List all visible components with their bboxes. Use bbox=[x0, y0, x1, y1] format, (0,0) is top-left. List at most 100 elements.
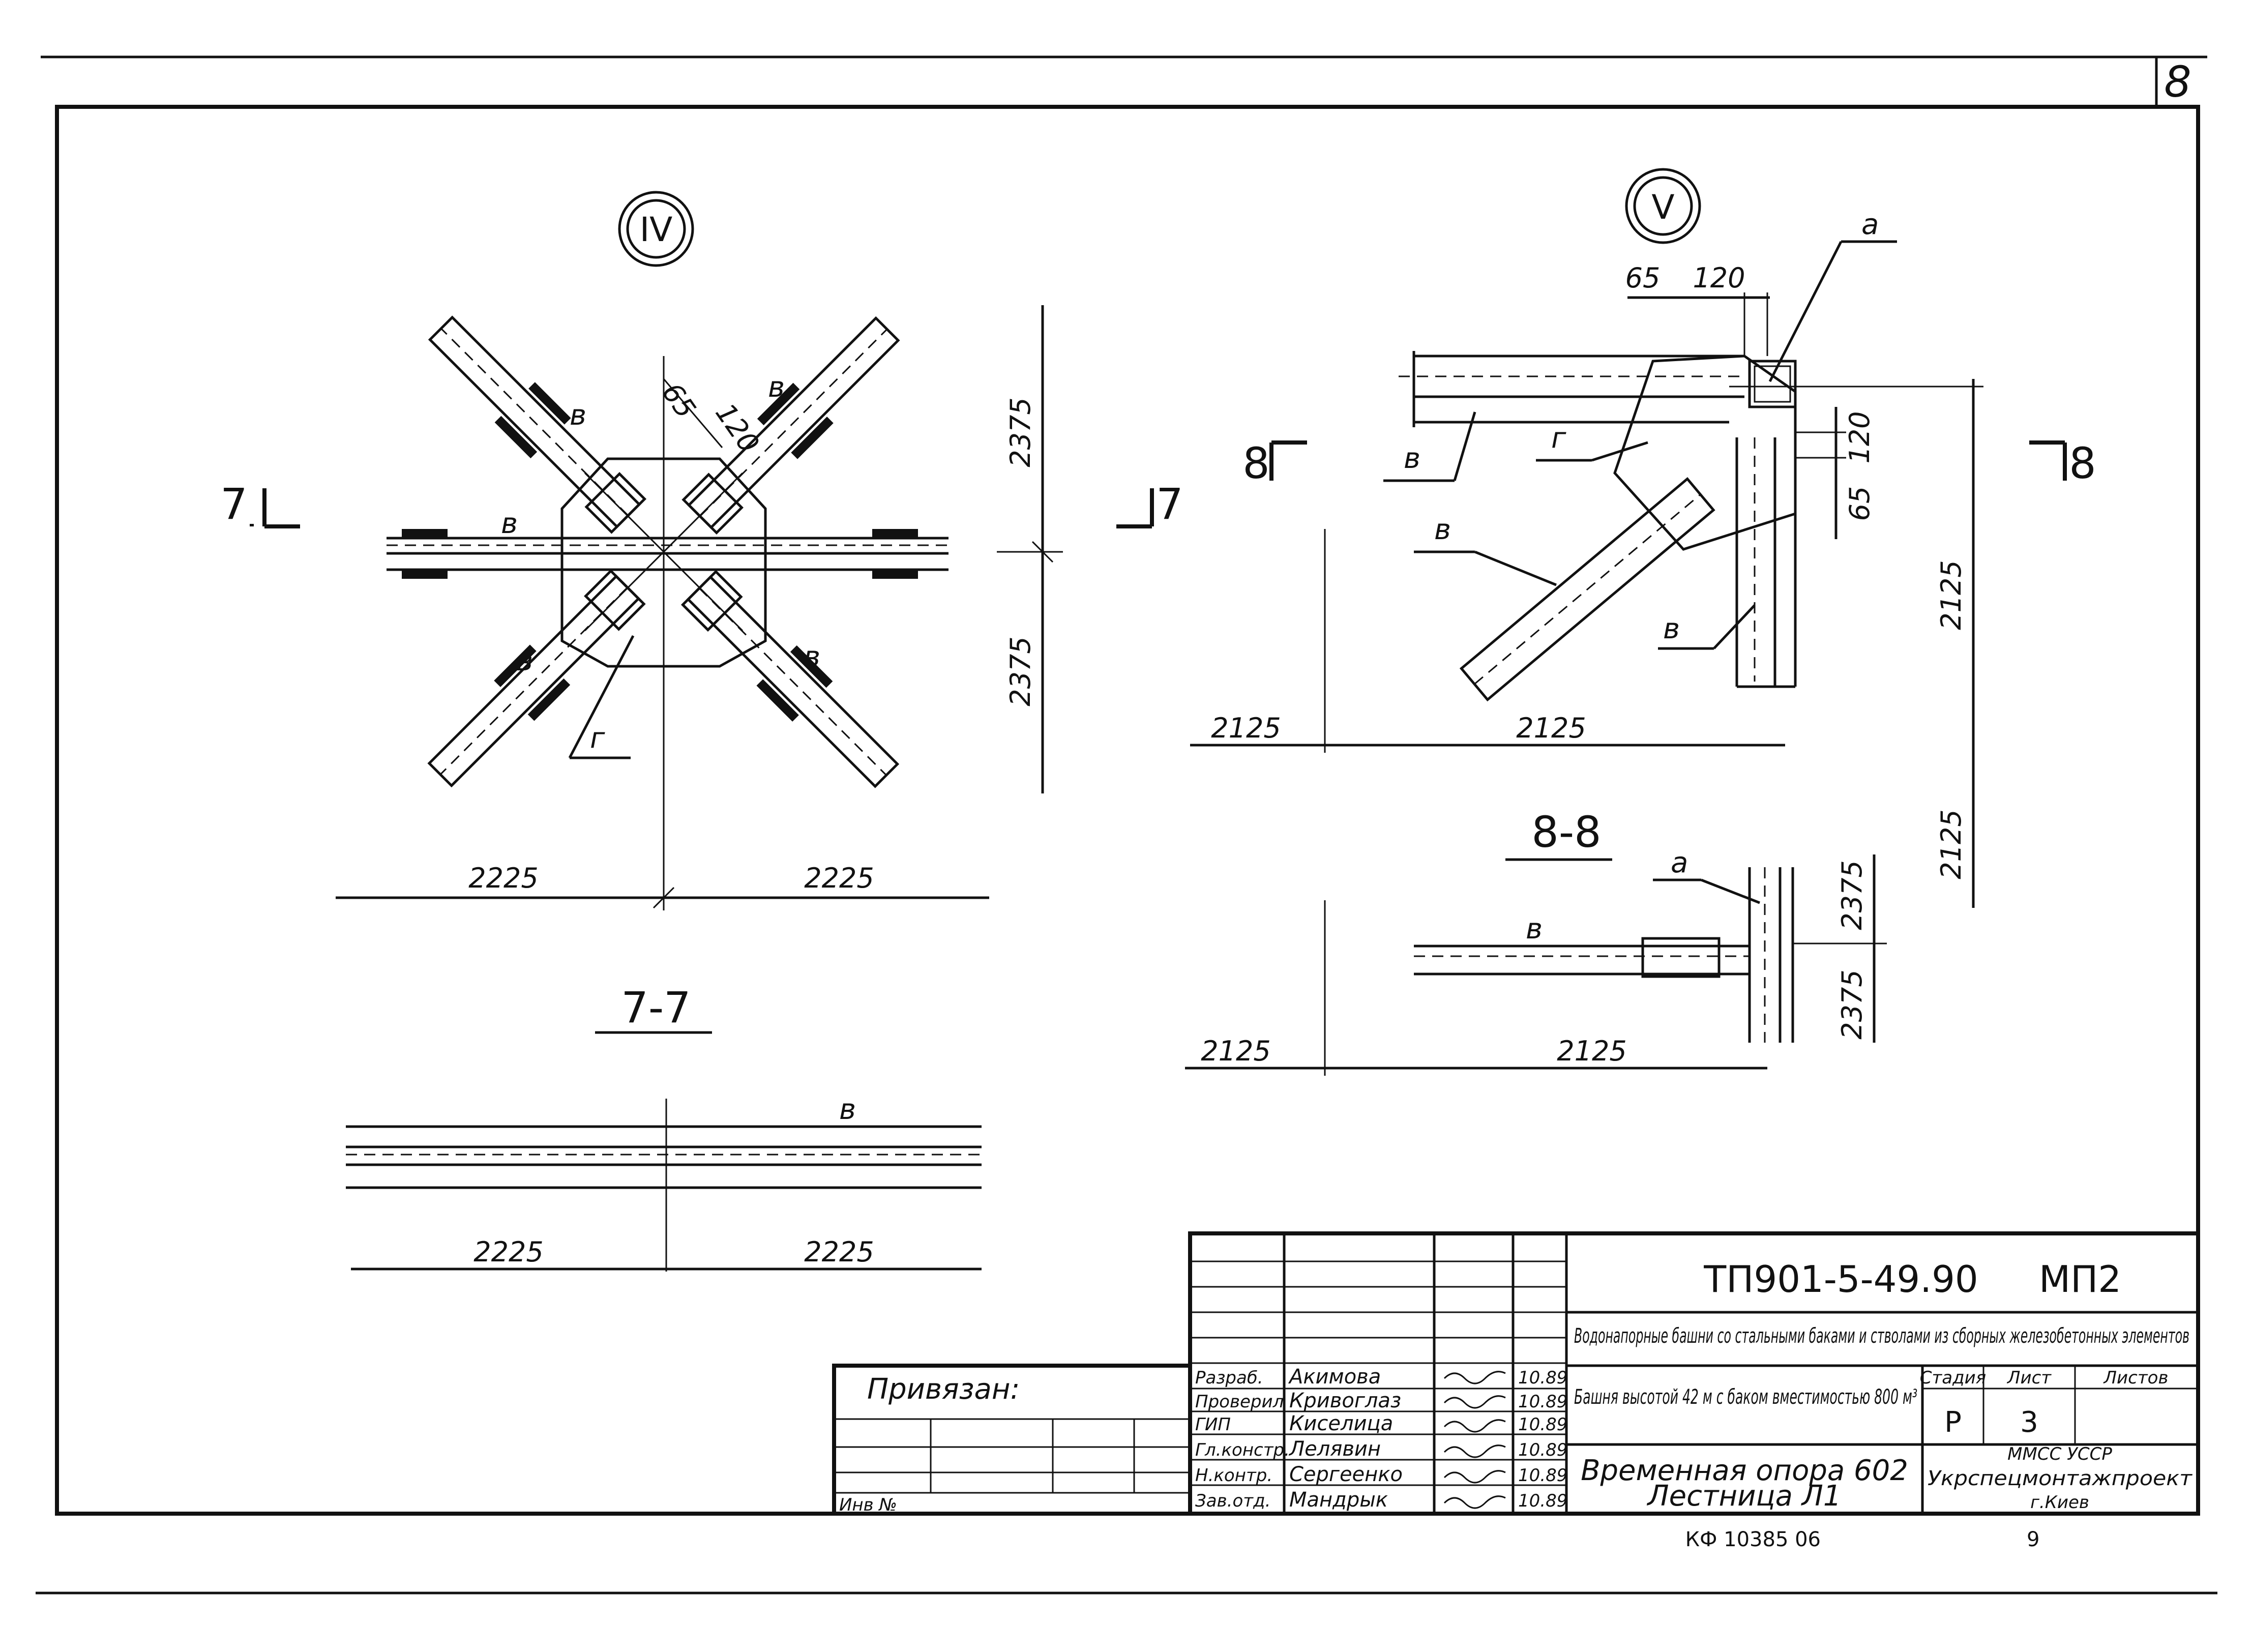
archive-code: КФ 10385 06 bbox=[1685, 1528, 1821, 1551]
signer-role: Н.контр. bbox=[1195, 1465, 1272, 1486]
org-3: г.Киев bbox=[2030, 1492, 2089, 1513]
node-mark-circle bbox=[618, 191, 694, 267]
label-a: а bbox=[1861, 208, 1879, 241]
section-7-7-dim-left: 2225 bbox=[473, 1236, 543, 1268]
label-b-diagonal-v: в bbox=[1434, 513, 1451, 546]
stage-value: Р bbox=[1944, 1406, 1962, 1439]
cut-mark-right bbox=[1116, 488, 1154, 528]
section-7-7-title: 7-7 bbox=[621, 983, 691, 1032]
dim-2125-vert-lower: 2125 bbox=[1935, 809, 1967, 879]
node-mark-label: IV bbox=[640, 210, 673, 249]
label-g-v: г bbox=[1551, 422, 1566, 455]
section-8-8-title: 8-8 bbox=[1531, 807, 1601, 857]
signer-role: Разраб. bbox=[1195, 1368, 1263, 1388]
signer-row-3: Гл.констр. Лелявин 10.89 bbox=[1195, 1437, 1567, 1461]
sheet-frame bbox=[36, 55, 2217, 1595]
sheet-header: Лист bbox=[2006, 1368, 2052, 1388]
dim-2375-upper: 2375 bbox=[1004, 397, 1036, 467]
node-4-view: IV 7 7 2375 2375 2225 2225 65 120 bbox=[220, 191, 1183, 910]
signer-row-5: Зав.отд. Мандрык 10.89 bbox=[1195, 1488, 1567, 1512]
label-b-upper-right: в bbox=[768, 371, 785, 404]
title-block: Привязан: Инв № Разраб. Акимова 10.89 Пр… bbox=[832, 1231, 2200, 1516]
diagonal-brace-v bbox=[1459, 477, 1715, 702]
label-b-vertical-v: в bbox=[1663, 612, 1680, 645]
section-8-8-dim-lower: 2375 bbox=[1836, 969, 1868, 1039]
signer-date: 10.89 bbox=[1518, 1440, 1567, 1460]
dim-2225-right: 2225 bbox=[804, 862, 874, 894]
signer-role: Зав.отд. bbox=[1195, 1491, 1270, 1511]
horizontal-chord bbox=[387, 529, 949, 579]
signer-role: ГИП bbox=[1195, 1414, 1231, 1435]
dim-120: 120 bbox=[709, 397, 765, 459]
dim-2125-left: 2125 bbox=[1211, 712, 1281, 744]
corner-post bbox=[1748, 360, 1797, 408]
signer-role: Гл.констр. bbox=[1195, 1440, 1290, 1460]
signer-name: Акимова bbox=[1288, 1365, 1381, 1389]
section-7-7-label: в bbox=[839, 1093, 856, 1126]
signer-date: 10.89 bbox=[1518, 1392, 1567, 1412]
signer-row-0: Разраб. Акимова 10.89 bbox=[1195, 1365, 1567, 1389]
section-8-8: 8-8 2375 2375 а в 2125 2125 bbox=[1185, 807, 1887, 1076]
stage-header: Стадия bbox=[1920, 1368, 1986, 1388]
drawing-title-2: Лестница Л1 bbox=[1647, 1480, 1842, 1513]
signer-name: Сергеенко bbox=[1289, 1463, 1403, 1486]
dim-2225-left: 2225 bbox=[468, 862, 538, 894]
signature-marks bbox=[1443, 1371, 1506, 1509]
signer-date: 10.89 bbox=[1518, 1368, 1567, 1388]
sheets-header: Листов bbox=[2102, 1368, 2168, 1388]
cut-mark-right-label: 7 bbox=[1156, 479, 1183, 529]
label-b-upper-left: в bbox=[570, 399, 586, 432]
project-code: ТП901-5-49.90 bbox=[1703, 1258, 1978, 1301]
dim-2375-lower: 2375 bbox=[1004, 636, 1036, 706]
dim-2125-vert-upper: 2125 bbox=[1935, 560, 1967, 630]
section-8-8-label-b: в bbox=[1526, 912, 1543, 946]
inv-no-label: Инв № bbox=[839, 1495, 897, 1515]
dim-120-top: 120 bbox=[1693, 262, 1745, 294]
dim-120-right: 120 bbox=[1844, 411, 1876, 463]
section-7-7-dim-right: 2225 bbox=[804, 1236, 874, 1268]
signer-role: Проверил bbox=[1195, 1392, 1284, 1412]
dim-horizontal-bottom bbox=[336, 887, 989, 909]
project-description: Водонапорные башни со стальными баками и… bbox=[1574, 1324, 2189, 1348]
label-b-horizontal: в bbox=[501, 507, 518, 540]
signer-date: 10.89 bbox=[1518, 1465, 1567, 1486]
dim-vertical-right bbox=[997, 305, 1063, 793]
sheet-number: 8 bbox=[2164, 57, 2191, 107]
sheet-set: МП2 bbox=[2039, 1258, 2121, 1301]
dim-65-top: 65 bbox=[1625, 262, 1661, 294]
dim-2125-mid: 2125 bbox=[1516, 712, 1586, 744]
tower-description: Башня высотой 42 м с баком вместимостью … bbox=[1574, 1385, 1917, 1409]
dim-65: 65 bbox=[656, 377, 702, 424]
archive-page: 9 bbox=[2027, 1528, 2039, 1551]
label-b-lower-right: в bbox=[804, 640, 820, 673]
signer-name: Киселица bbox=[1289, 1412, 1393, 1435]
attached-label: Привязан: bbox=[867, 1373, 1020, 1406]
signer-row-4: Н.контр. Сергеенко 10.89 bbox=[1195, 1463, 1567, 1486]
section-8-8-dim-upper: 2375 bbox=[1836, 860, 1868, 930]
section-8-8-dim-left: 2125 bbox=[1201, 1035, 1270, 1067]
section-8-8-dim-right: 2125 bbox=[1557, 1035, 1626, 1067]
label-b-horizontal-v: в bbox=[1404, 442, 1420, 475]
sheet-value: 3 bbox=[2020, 1406, 2038, 1439]
signer-name: Мандрык bbox=[1289, 1488, 1388, 1512]
signer-name: Кривоглаз bbox=[1289, 1389, 1401, 1412]
label-g-gusset: г bbox=[590, 722, 605, 755]
dim-65-right: 65 bbox=[1844, 486, 1876, 521]
org-2: Укрспецмонтажпроект bbox=[1928, 1467, 2193, 1490]
label-b-lower-left: в bbox=[516, 644, 533, 677]
cut-mark-left-label: 7 bbox=[220, 479, 247, 529]
org-1: ММСС УССР bbox=[2007, 1444, 2112, 1464]
drawing-title-1: Временная опора 602 bbox=[1581, 1454, 1908, 1487]
cut-mark-8-right: 8 bbox=[2069, 438, 2096, 488]
signer-name: Лелявин bbox=[1288, 1437, 1381, 1461]
node-5-mark-label: V bbox=[1651, 188, 1674, 227]
cut-mark-left bbox=[250, 488, 300, 528]
section-8-8-label-a: а bbox=[1671, 846, 1688, 879]
signer-date: 10.89 bbox=[1518, 1414, 1567, 1435]
node-5-view: V 65 120 120 65 а bbox=[1190, 168, 2096, 908]
signer-row-1: Проверил Кривоглаз 10.89 bbox=[1195, 1389, 1567, 1412]
signer-row-2: ГИП Киселица 10.89 bbox=[1195, 1412, 1567, 1435]
signer-date: 10.89 bbox=[1518, 1491, 1567, 1511]
section-7-7: 7-7 в 2225 2225 bbox=[346, 983, 982, 1272]
